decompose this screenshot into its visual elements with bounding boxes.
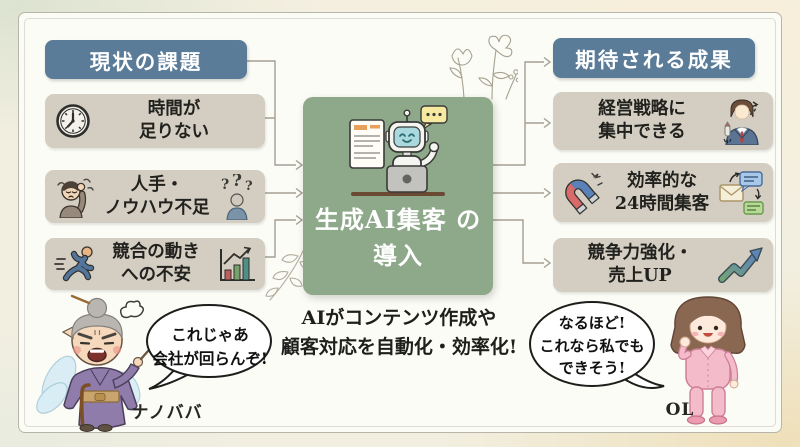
current-issues-header-label: 現状の課題 <box>89 49 203 74</box>
center-caption: AIがコンテンツ作成や 顧客対応を自動化・効率化! <box>280 307 518 358</box>
office-lady-name-label: OL <box>665 400 695 420</box>
clock-icon <box>56 104 90 138</box>
grandma-fairy-character <box>36 294 150 432</box>
issue-card-manpower: 人手・ ノウハウ不足 ? ? ? <box>45 170 265 223</box>
result-card-attraction: 効率的な 24時間集客 <box>553 163 773 222</box>
businessman-icon <box>723 99 759 145</box>
office-lady-speech-bubble <box>529 301 665 389</box>
svg-text:?: ? <box>232 174 242 191</box>
grandma-speech-text: これじゃあ 会社が回らんぞ! <box>152 325 268 369</box>
grandma-speech-bubble <box>146 304 272 390</box>
result-card-sales-label: 競争力強化・ 売上UP <box>587 243 693 286</box>
current-issues-header: 現状の課題 <box>45 40 247 79</box>
expected-results-header-label: 期待される成果 <box>575 48 733 72</box>
issue-card-time-label: 時間が 足りない <box>139 99 209 142</box>
issue-card-competitors-label: 競合の動き への不安 <box>112 242 200 285</box>
grandma-name-label: ナノババ <box>131 403 203 423</box>
center-solution-box: 生成AI集客 の導入 <box>303 97 493 295</box>
issue-card-time: 時間が 足りない <box>45 94 265 148</box>
bar-chart-icon <box>220 246 255 281</box>
office-lady-character <box>670 296 746 425</box>
issue-card-manpower-label: 人手・ ノウハウ不足 <box>104 174 210 218</box>
result-card-attraction-label: 効率的な 24時間集客 <box>614 170 710 214</box>
flower-decoration <box>449 34 518 100</box>
stressed-person-icon <box>57 178 94 218</box>
svg-text:?: ? <box>221 177 229 193</box>
result-card-strategy: 経営戦略に 集中できる <box>553 92 773 150</box>
expected-results-header: 期待される成果 <box>553 38 755 78</box>
issue-card-competitors: 競合の動き への不安 <box>45 238 265 290</box>
robot-assistant-icon <box>349 105 448 196</box>
result-card-sales: 競争力強化・ 売上UP <box>553 238 773 292</box>
messages-icon <box>719 170 764 215</box>
magnet-icon <box>565 172 603 215</box>
result-card-strategy-label: 経営戦略に 集中できる <box>598 99 686 142</box>
question-person-icon: ? ? ? <box>221 174 253 220</box>
svg-text:?: ? <box>245 179 253 194</box>
running-person-icon <box>54 246 95 282</box>
growth-arrow-icon <box>718 247 763 283</box>
center-solution-title: 生成AI集客 の導入 <box>314 205 482 270</box>
office-lady-speech-text: なるほど! これなら私でも できそう! <box>539 314 645 377</box>
